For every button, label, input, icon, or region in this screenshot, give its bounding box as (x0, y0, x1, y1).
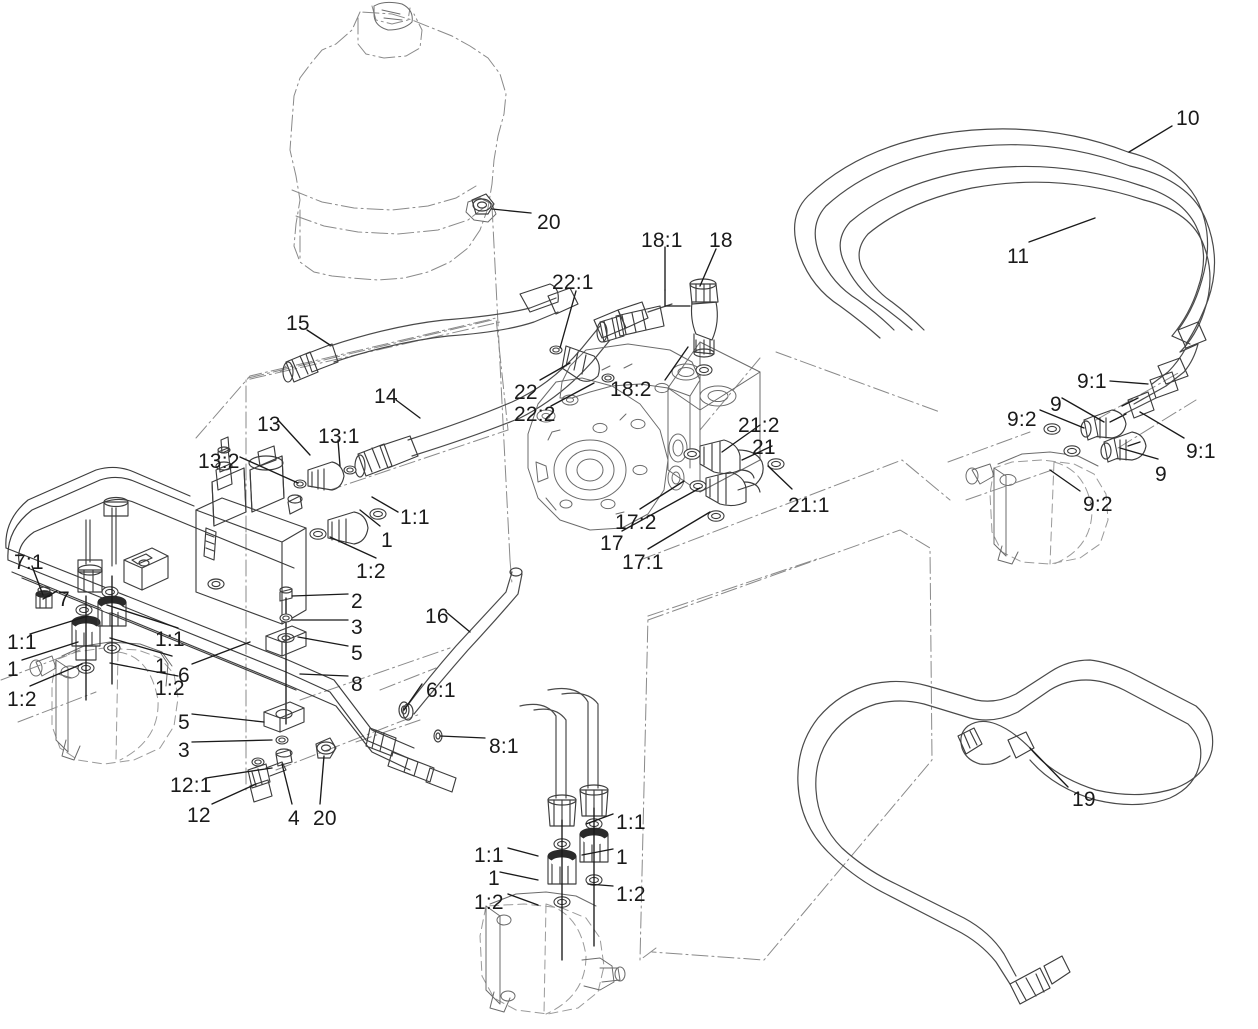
callout-14: 14 (374, 385, 398, 408)
callout-13-1: 13:1 (318, 425, 360, 448)
rail-tubes-6-8 (5, 466, 415, 771)
callout-21: 21 (752, 436, 776, 459)
callout-6-1: 6:1 (426, 679, 456, 702)
callout-21-2: 21:2 (738, 414, 780, 437)
callout-22-1: 22:1 (552, 271, 594, 294)
callout-20: 20 (537, 211, 561, 234)
callout-7-1: 7:1 (14, 551, 44, 574)
callout-1-2: 1:2 (155, 677, 185, 700)
callout-18: 18 (709, 229, 733, 252)
center-hoses-to-bottom-motor (519, 687, 609, 827)
callout-10: 10 (1176, 107, 1200, 130)
clamp-20-top (471, 193, 495, 215)
callout-16: 16 (425, 605, 449, 628)
callout-2: 2 (351, 590, 363, 613)
callout-1-1: 1:1 (616, 811, 646, 834)
hose-10-11-loop (794, 128, 1216, 423)
callout-17: 17 (600, 532, 624, 555)
left-vertical-hose (77, 496, 129, 573)
callout-19: 19 (1072, 788, 1096, 811)
callout-1-1: 1:1 (474, 844, 504, 867)
phantom-tank-outline (289, 1, 507, 281)
callout-13-2: 13:2 (198, 450, 240, 473)
callout-18-1: 18:1 (641, 229, 683, 252)
callout-20: 20 (313, 807, 337, 830)
callout-1: 1 (381, 529, 393, 552)
callout-8: 8 (351, 673, 363, 696)
callout-1: 1 (616, 846, 628, 869)
callout-13: 13 (257, 413, 281, 436)
callout-9-1: 9:1 (1186, 440, 1216, 463)
callout-21-1: 21:1 (788, 494, 830, 517)
hose-16 (402, 567, 523, 721)
hydraulic-pump-body (527, 341, 761, 531)
callout-7: 7 (58, 588, 70, 611)
callout-5: 5 (178, 711, 190, 734)
callout-17-2: 17:2 (615, 511, 657, 534)
callout-17-1: 17:1 (622, 551, 664, 574)
bottom-motor-fitting-stack (547, 807, 609, 961)
callout-9: 9 (1155, 463, 1167, 486)
callout-1: 1 (7, 658, 19, 681)
callout-9-2: 9:2 (1083, 493, 1113, 516)
callout-1-1: 1:1 (7, 631, 37, 654)
callout-1-2: 1:2 (7, 688, 37, 711)
callout-11: 11 (1007, 245, 1030, 268)
construction-lines (0, 205, 1197, 962)
fitting-group-9-right (1043, 409, 1147, 463)
callout-1-2: 1:2 (356, 560, 386, 583)
callout-1-2: 1:2 (616, 883, 646, 906)
callout-1-2: 1:2 (474, 891, 504, 914)
callout-6: 6 (178, 664, 190, 687)
callout-12: 12 (187, 804, 211, 827)
callout-9: 9 (1050, 393, 1062, 416)
callout-1: 1 (488, 867, 500, 890)
rail-end-fittings (365, 727, 457, 793)
callout-18-2: 18:2 (610, 378, 652, 401)
callout-22: 22 (514, 381, 538, 404)
callout-9-2: 9:2 (1007, 408, 1037, 431)
callout-1: 1 (155, 655, 167, 678)
hose-19 (797, 659, 1214, 1005)
callout-22-2: 22:2 (514, 403, 556, 426)
callout-8-1: 8:1 (489, 735, 519, 758)
callout-3: 3 (351, 616, 363, 639)
callout-1-1: 1:1 (400, 506, 430, 529)
callout-3: 3 (178, 739, 190, 762)
hardware-stack-lower (247, 701, 337, 803)
callout-15: 15 (286, 312, 310, 335)
callout-5: 5 (351, 642, 363, 665)
callout-1-1: 1:1 (155, 628, 185, 651)
left-motor-fittings (35, 564, 127, 701)
callout-4: 4 (288, 807, 300, 830)
callout-9-1: 9:1 (1077, 370, 1107, 393)
valve-block (195, 436, 387, 625)
fitting-22 (549, 345, 615, 383)
callout-12-1: 12:1 (170, 774, 212, 797)
phantom-bottom-motor (479, 891, 626, 1015)
fitting-18-elbow (596, 278, 719, 376)
